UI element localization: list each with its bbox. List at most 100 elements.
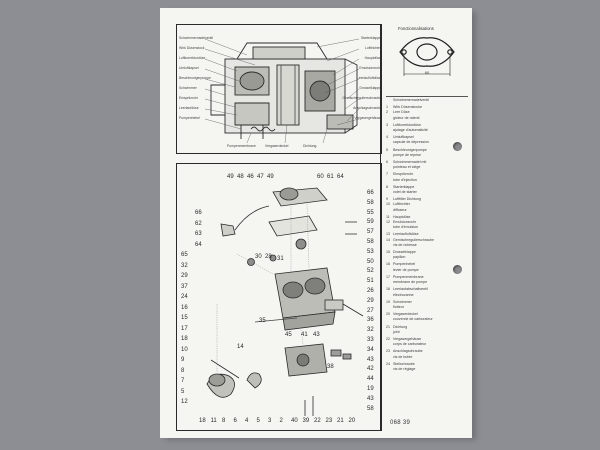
- part-number-label: 35: [259, 318, 266, 324]
- part-number-label: 26: [367, 288, 374, 294]
- legend-entry-text: Emulsionsrohr: [393, 220, 416, 225]
- diagram-callout: Einspritzrohr: [179, 96, 199, 100]
- legend-entry-text: tube d'émulsion: [393, 225, 419, 230]
- part-number-label: 52: [367, 268, 374, 275]
- part-number-label: 59: [367, 219, 374, 226]
- binder-hole-bottom: [453, 265, 462, 274]
- part-number-label: 10: [181, 346, 188, 353]
- part-number-label: 4: [245, 418, 249, 424]
- part-number-label: 51: [367, 278, 374, 285]
- part-number-label: 29: [367, 297, 374, 304]
- legend-entry: membrane de pompe: [386, 280, 468, 284]
- legend-entry-number: 12: [386, 220, 390, 225]
- legend-entry: Schwimmernadelventil: [386, 98, 468, 102]
- part-number-label: 45: [285, 332, 292, 338]
- part-number-label: 40: [291, 418, 298, 424]
- legend-entry-number: 3: [386, 122, 388, 127]
- part-number-label: 46: [247, 174, 254, 180]
- legend-entry-text: diffuseur: [393, 207, 407, 212]
- part-number-label: 64: [337, 174, 344, 180]
- legend-entry: corps de carburateur: [386, 342, 468, 346]
- part-number-label: 66: [367, 190, 374, 196]
- legend-entry-text: vis de butée: [393, 354, 413, 359]
- legend-entry-number: 24: [386, 361, 390, 366]
- diagram-callout: Gemischregulierschraube: [342, 96, 381, 100]
- part-number-label: 62: [195, 220, 202, 227]
- legend-entry-text: Wirk Düsenstocke: [393, 105, 422, 110]
- column-divider: [380, 24, 382, 431]
- diagram-callout: Leerlaufluftdüse: [356, 76, 381, 80]
- legend-entry: diffuseur: [386, 208, 468, 212]
- legend-entry: capsule de dépression: [386, 140, 468, 144]
- legend-entry: vis de réglage: [386, 367, 468, 371]
- part-number-label: 32: [181, 262, 188, 269]
- part-number-label: 47: [257, 174, 264, 180]
- part-number-label: 29: [181, 273, 188, 279]
- legend-entry-text: Hauptdüse: [393, 214, 411, 219]
- part-number-label: 33: [367, 337, 374, 343]
- part-number-label: 60: [317, 174, 324, 180]
- diagram-callout: Vergaserdeckel: [265, 144, 289, 148]
- legend-entry-text: flotteur: [393, 304, 404, 309]
- legend-entry-text: Leerlaufluftdüse: [393, 232, 419, 237]
- legend-entry-number: 21: [386, 324, 390, 329]
- part-number-label: 49: [227, 174, 234, 180]
- legend-entry: vis de butée: [386, 355, 468, 359]
- legend-entry-number: 23: [386, 349, 390, 354]
- part-number-label: 50: [367, 258, 374, 265]
- diagram-callout: Umluftkapsel: [179, 66, 199, 70]
- part-number-label: 18: [199, 418, 206, 424]
- legend-entry-text: papillon: [393, 255, 406, 260]
- part-number-label: 38: [327, 364, 334, 370]
- legend-entry-text: Starterklappe: [393, 184, 415, 189]
- part-number-label: 27: [367, 307, 374, 314]
- part-number-label: 58: [367, 239, 374, 245]
- part-number-label: 65: [181, 252, 188, 258]
- legend-entry-number: 9: [386, 197, 388, 202]
- part-number-label: 58: [367, 199, 374, 206]
- legend-entry-number: 22: [386, 336, 390, 341]
- diagram-callout: Drosselklappe: [359, 86, 382, 90]
- part-number-label: 48: [237, 174, 244, 180]
- legend-entry-number: 17: [386, 274, 390, 279]
- legend-entry-text: Schwimmer: [393, 299, 412, 304]
- part-number-label: 5: [256, 418, 260, 424]
- legend-entry-number: 14: [386, 237, 390, 242]
- part-number-label: 12: [181, 399, 188, 405]
- diagram-callout: Pumpenmembrane: [227, 144, 256, 148]
- legend-entry-text: tube d'injection: [393, 177, 417, 182]
- legend-entry: joint: [386, 330, 468, 334]
- legend-entry-number: 7: [386, 172, 388, 177]
- legend-entry: ajutage d'automaticité: [386, 128, 468, 132]
- part-number-label: 11: [210, 418, 217, 424]
- legend-entry: tube d'injection: [386, 178, 468, 182]
- part-number-label: 22: [314, 418, 321, 424]
- part-number-label: 43: [313, 332, 320, 338]
- part-number-label: 61: [327, 174, 334, 180]
- part-number-label: 18: [181, 336, 188, 342]
- legend-entry-text: Leerlaufabschaltventil: [393, 287, 428, 292]
- part-number-label: 57: [367, 229, 374, 236]
- part-number-label: 6: [233, 418, 237, 424]
- diagram-callout: Leerlaufdüse: [179, 106, 199, 110]
- legend-title: Fonctionnalisations: [398, 26, 434, 31]
- flange-gasket-drawing: [399, 37, 455, 76]
- part-number-label: 17: [181, 325, 188, 332]
- legend-entry-text: vis de réglage: [393, 366, 416, 371]
- part-number-label: 44: [367, 376, 374, 383]
- legend-entry-text: levier de pompe: [393, 267, 419, 272]
- document-code: 068 39: [390, 420, 411, 426]
- legend-entry-text: capsule de dépression: [393, 140, 429, 145]
